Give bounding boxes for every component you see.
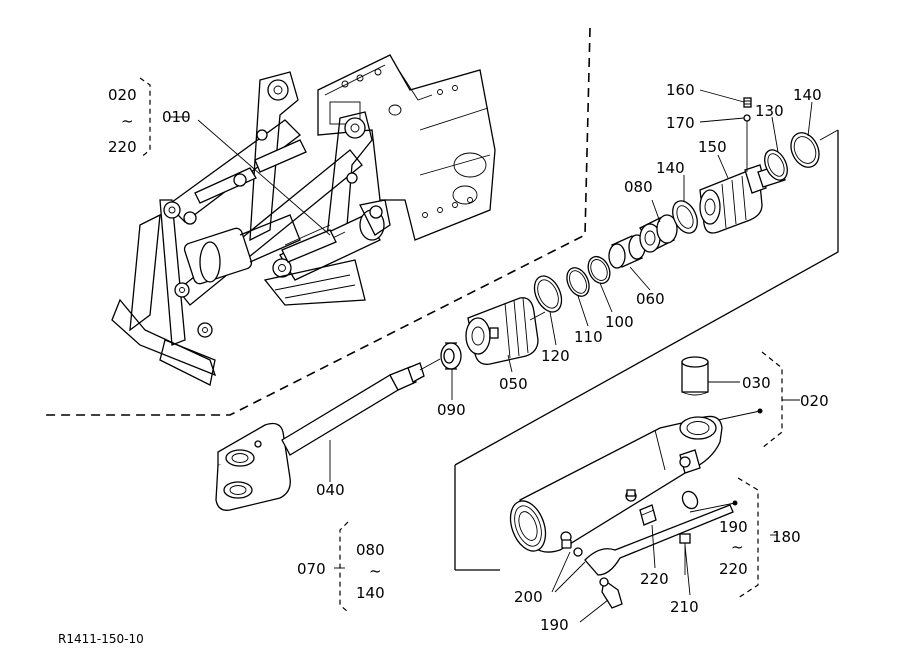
callout-tilde-070: ~ (369, 562, 382, 580)
loader-assembly-illustration (45, 27, 591, 416)
part-170-ball (743, 114, 751, 122)
part-190-pipe (584, 490, 734, 609)
part-110-backup-ring (566, 267, 590, 297)
part-120-o-ring (533, 275, 563, 313)
callout-210: 210 (670, 598, 699, 616)
part-040-cylinder-rod (215, 362, 425, 511)
callout-170: 170 (666, 114, 695, 132)
part-220-clamp (639, 504, 657, 526)
callout-190-group: 190 (719, 518, 748, 536)
callout-020-top: 020 (108, 86, 137, 104)
group-bracket-190-220 (737, 477, 759, 599)
callout-020-right: 020 (800, 392, 829, 410)
callout-100: 100 (605, 313, 634, 331)
callout-140-b: 140 (793, 86, 822, 104)
part-100-o-ring (587, 255, 611, 285)
callout-120: 120 (541, 347, 570, 365)
callout-080: 080 (624, 178, 653, 196)
callout-220: 220 (640, 570, 669, 588)
part-150-piston (699, 164, 786, 234)
part-020-cylinder-tube (509, 415, 723, 553)
group-bracket-020-right (761, 351, 783, 449)
callout-180: 180 (772, 528, 801, 546)
callout-090: 090 (437, 401, 466, 419)
part-210-bolt (679, 533, 691, 575)
callout-110: 110 (574, 328, 603, 346)
assembly-outline-tip (819, 129, 839, 141)
callout-190: 190 (540, 616, 569, 634)
callout-200: 200 (514, 588, 543, 606)
part-090-seal (440, 342, 462, 370)
callout-160: 160 (666, 81, 695, 99)
callout-130: 130 (755, 102, 784, 120)
callout-150: 150 (698, 138, 727, 156)
part-140-ring-b (790, 132, 820, 168)
part-030-bushing (681, 356, 709, 396)
callout-060: 060 (636, 290, 665, 308)
reference-code: R1411-150-10 (58, 632, 144, 646)
callout-140-a: 140 (656, 159, 685, 177)
callout-labels: 020 ~ 220 010 030 020 040 050 060 070 08… (58, 81, 829, 646)
callout-070: 070 (297, 560, 326, 578)
callout-040: 040 (316, 481, 345, 499)
part-160-screw (743, 97, 752, 108)
callout-030: 030 (742, 374, 771, 392)
callout-tilde-180: ~ (731, 538, 744, 556)
callout-010: 010 (162, 108, 191, 126)
callout-050: 050 (499, 375, 528, 393)
part-080-ring (639, 214, 678, 253)
part-050-gland (465, 297, 539, 365)
group-bracket-020-220-top (139, 77, 151, 159)
assembly-outline-bracket (454, 130, 839, 571)
callout-tilde-top: ~ (121, 112, 134, 130)
leader-lines (170, 89, 813, 623)
part-200-fittings (560, 489, 637, 557)
callout-220-group: 220 (719, 560, 748, 578)
assembly-boundary-line (45, 27, 591, 416)
callout-140-group: 140 (356, 584, 385, 602)
callout-080-group: 080 (356, 541, 385, 559)
part-130-ring (764, 149, 788, 181)
callout-220-top: 220 (108, 138, 137, 156)
group-bracket-080-140 (339, 521, 349, 613)
part-140-ring-a (672, 200, 698, 234)
rod-axis-line (419, 311, 546, 371)
